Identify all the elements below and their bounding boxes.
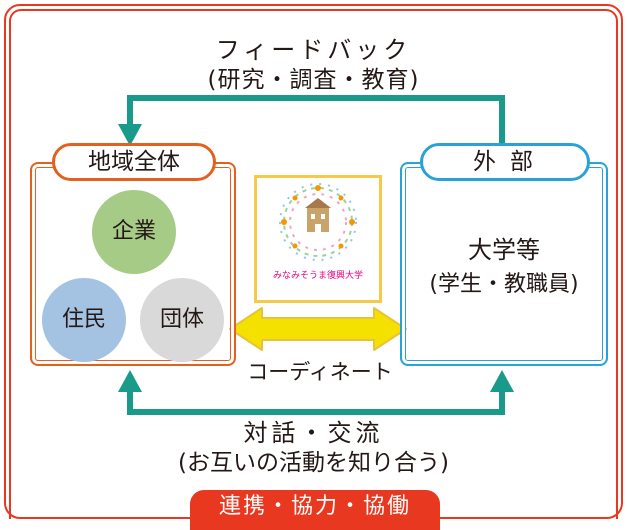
logo-wreath-icon xyxy=(279,183,357,261)
feedback-arrow-line xyxy=(127,95,505,148)
logo-name: みなみそうま復興大学 xyxy=(272,271,363,281)
circle-residents: 住民 xyxy=(42,278,126,362)
circle-organizations: 団体 xyxy=(140,278,224,362)
dialogue-arrowhead-right xyxy=(490,370,514,392)
dialogue-arrow-line xyxy=(127,388,505,415)
feedback-subtitle: (研究・調査・教育) xyxy=(207,67,420,93)
dialogue-arrowhead-left xyxy=(118,370,142,392)
external-label: 外部 xyxy=(420,143,590,181)
local-community-label: 地域全体 xyxy=(52,143,216,181)
circle-companies: 企業 xyxy=(92,190,176,274)
dialogue-subtitle: (お互いの活動を知り合う) xyxy=(178,450,449,476)
coordinate-arrow xyxy=(229,307,407,351)
university-logo: みなみそうま復興大学 xyxy=(254,175,382,303)
university-subtitle: (学生・教職員) xyxy=(429,272,579,297)
inner-frame xyxy=(9,9,618,519)
coordinate-label: コーディネート xyxy=(247,360,393,384)
feedback-title: フィードバック xyxy=(215,36,412,64)
dialogue-title: 対話・交流 xyxy=(243,419,384,447)
university-title: 大学等 xyxy=(468,236,540,264)
feedback-arrowhead xyxy=(118,124,142,146)
collaboration-banner: 連携・協力・協働 xyxy=(190,490,440,530)
